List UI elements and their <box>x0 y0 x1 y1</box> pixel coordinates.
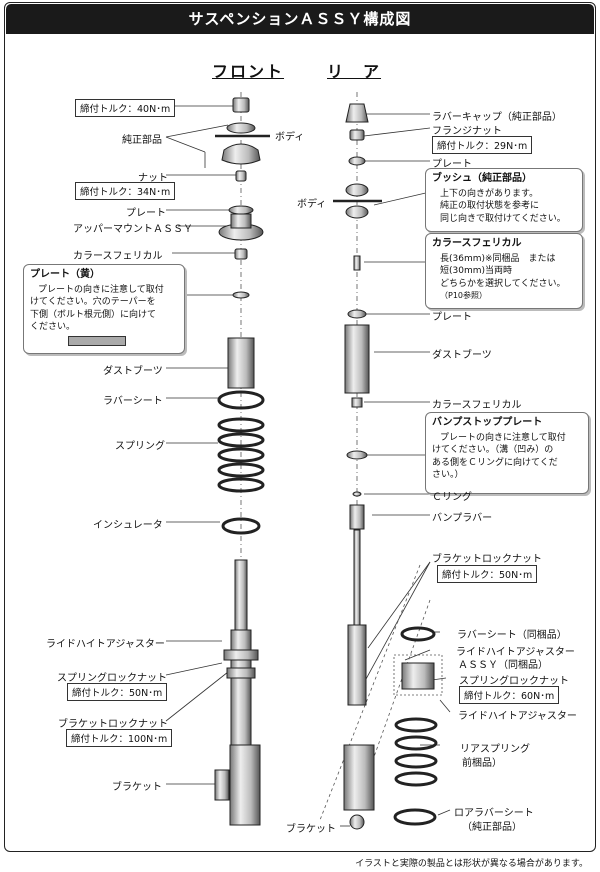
front-insulator-label: インシュレータ <box>93 520 163 531</box>
bush-note-line: 純正の取付状態を参考に <box>440 201 540 211</box>
collar-note-line: どちらかを選択してください。 <box>440 278 566 289</box>
rear-bracket-label: ブラケット <box>286 824 336 835</box>
rear-plate-mid-label: プレート <box>432 312 472 323</box>
rear-rubber-cap-label: ラバーキャップ（純正部品） <box>432 112 562 123</box>
collar-note-line: 短(30mm)当両時 <box>440 266 513 276</box>
rear-bump-rubber-label: バンプラバー <box>432 513 493 524</box>
front-nut-label: ナット <box>138 173 168 184</box>
front-torque-blnut: 締付トルク：100N･m <box>66 729 173 747</box>
collar-note-title: カラースフェリカル <box>432 238 522 249</box>
bump-note-line: ある側をＣリングに向けてくだ <box>432 457 558 468</box>
front-spring-lock-nut-label: スプリングロックナット <box>57 673 167 684</box>
rear-spring-sub: 前梱品） <box>462 758 502 769</box>
front-rubber-sheet-label: ラバーシート <box>103 396 163 407</box>
plate-note-line: プレートの向きに注意して取付 <box>38 284 164 295</box>
bump-note: バンプストッププレート プレートの向きに注意して取付 けてください。（溝（凹み）… <box>425 412 589 494</box>
front-bracket-label: ブラケット <box>112 782 162 793</box>
rear-plate-top-label: プレート <box>432 159 472 170</box>
front-ride-height-label: ライドハイトアジャスター <box>46 639 165 650</box>
rear-lower-rubber-sub: （純正部品） <box>462 822 522 833</box>
rear-flange-nut-label: フランジナット <box>432 126 502 137</box>
front-bracket-lock-nut-label: ブラケットロックナット <box>58 719 168 730</box>
plate-note-line: ください。 <box>30 322 76 332</box>
collar-note-ref: （P10参照） <box>440 291 488 300</box>
front-collar-label: カラースフェリカル <box>73 251 163 262</box>
rear-body-label: ボディ <box>297 199 327 210</box>
page-title: サスペンションＡＳＳＹ構成図 <box>6 4 594 34</box>
bump-note-line: けてください。（溝（凹み）の <box>432 445 554 455</box>
front-plate-label: プレート <box>126 208 166 219</box>
plate-cross-section-icon <box>68 336 126 346</box>
front-dust-boot-label: ダストブーツ <box>103 366 163 377</box>
rear-ride-height-assy-label: ライドハイトアジャスター <box>456 647 575 658</box>
rear-dust-boot-label: ダストブーツ <box>432 350 492 361</box>
bump-note-title: バンプストッププレート <box>432 417 543 428</box>
plate-note-line: けてください。穴のテーパーを <box>30 297 156 307</box>
rear-header: リ ア <box>327 62 382 81</box>
front-upper-mount-label: アッパーマウントＡＳＳＹ <box>73 224 193 235</box>
bush-note-title: ブッシュ（純正部品） <box>432 173 532 184</box>
bush-note-line: 同じ向きで取付けてください。 <box>440 213 566 224</box>
front-torque-slnut: 締付トルク：50N･m <box>67 683 168 701</box>
bump-note-line: さい。） <box>432 470 464 480</box>
front-header: フロント <box>212 62 285 81</box>
front-torque-top: 締付トルク：40N･m <box>75 99 176 117</box>
page-frame <box>4 2 596 852</box>
front-torque-nut: 締付トルク：34N･m <box>75 182 176 200</box>
bump-note-line: プレートの向きに注意して取付 <box>440 432 566 443</box>
rear-torque-blnut: 締付トルク：50N･m <box>437 565 538 583</box>
plate-note: プレート（黄） プレートの向きに注意して取付 けてください。穴のテーパーを 下側… <box>23 264 185 354</box>
rear-c-ring-label: Ｃリング <box>432 492 472 503</box>
rear-rubber-sheet-label: ラバーシート（同梱品） <box>457 630 567 641</box>
footer-disclaimer: イラストと実際の製品とは形状が異なる場合があります。 <box>355 859 588 869</box>
rear-ride-height-assy-sub: ＡＳＳＹ（同梱品） <box>458 660 548 671</box>
plate-note-line: 下側（ボルト根元側）に向けて <box>30 309 157 320</box>
rear-torque-flange: 締付トルク：29N･m <box>432 136 533 154</box>
rear-collar-label: カラースフェリカル <box>432 400 522 411</box>
rear-torque-slnut: 締付トルク：60N･m <box>459 686 560 704</box>
rear-lower-rubber-label: ロアラバーシート <box>454 808 534 819</box>
front-body-label: ボディ <box>275 132 305 143</box>
rear-spring-lock-nut-label: スプリングロックナット <box>459 676 569 687</box>
bush-note-line: 上下の向きがあります。 <box>440 188 539 199</box>
rear-ride-height-adjuster-label: ライドハイトアジャスター <box>458 711 577 722</box>
plate-note-title: プレート（黄） <box>30 269 100 280</box>
front-spring-label: スプリング <box>115 441 165 452</box>
rear-spring-label: リアスプリング <box>460 744 530 755</box>
collar-note: カラースフェリカル 長(36mm)※同梱品 または 短(30mm)当両時 どちら… <box>425 233 583 309</box>
bush-note: ブッシュ（純正部品） 上下の向きがあります。 純正の取付状態を参考に 同じ向きで… <box>425 168 583 232</box>
front-genuine-label: 純正部品 <box>122 135 162 146</box>
collar-note-line: 長(36mm)※同梱品 または <box>440 253 556 264</box>
rear-bracket-lock-nut-label: ブラケットロックナット <box>432 554 542 565</box>
